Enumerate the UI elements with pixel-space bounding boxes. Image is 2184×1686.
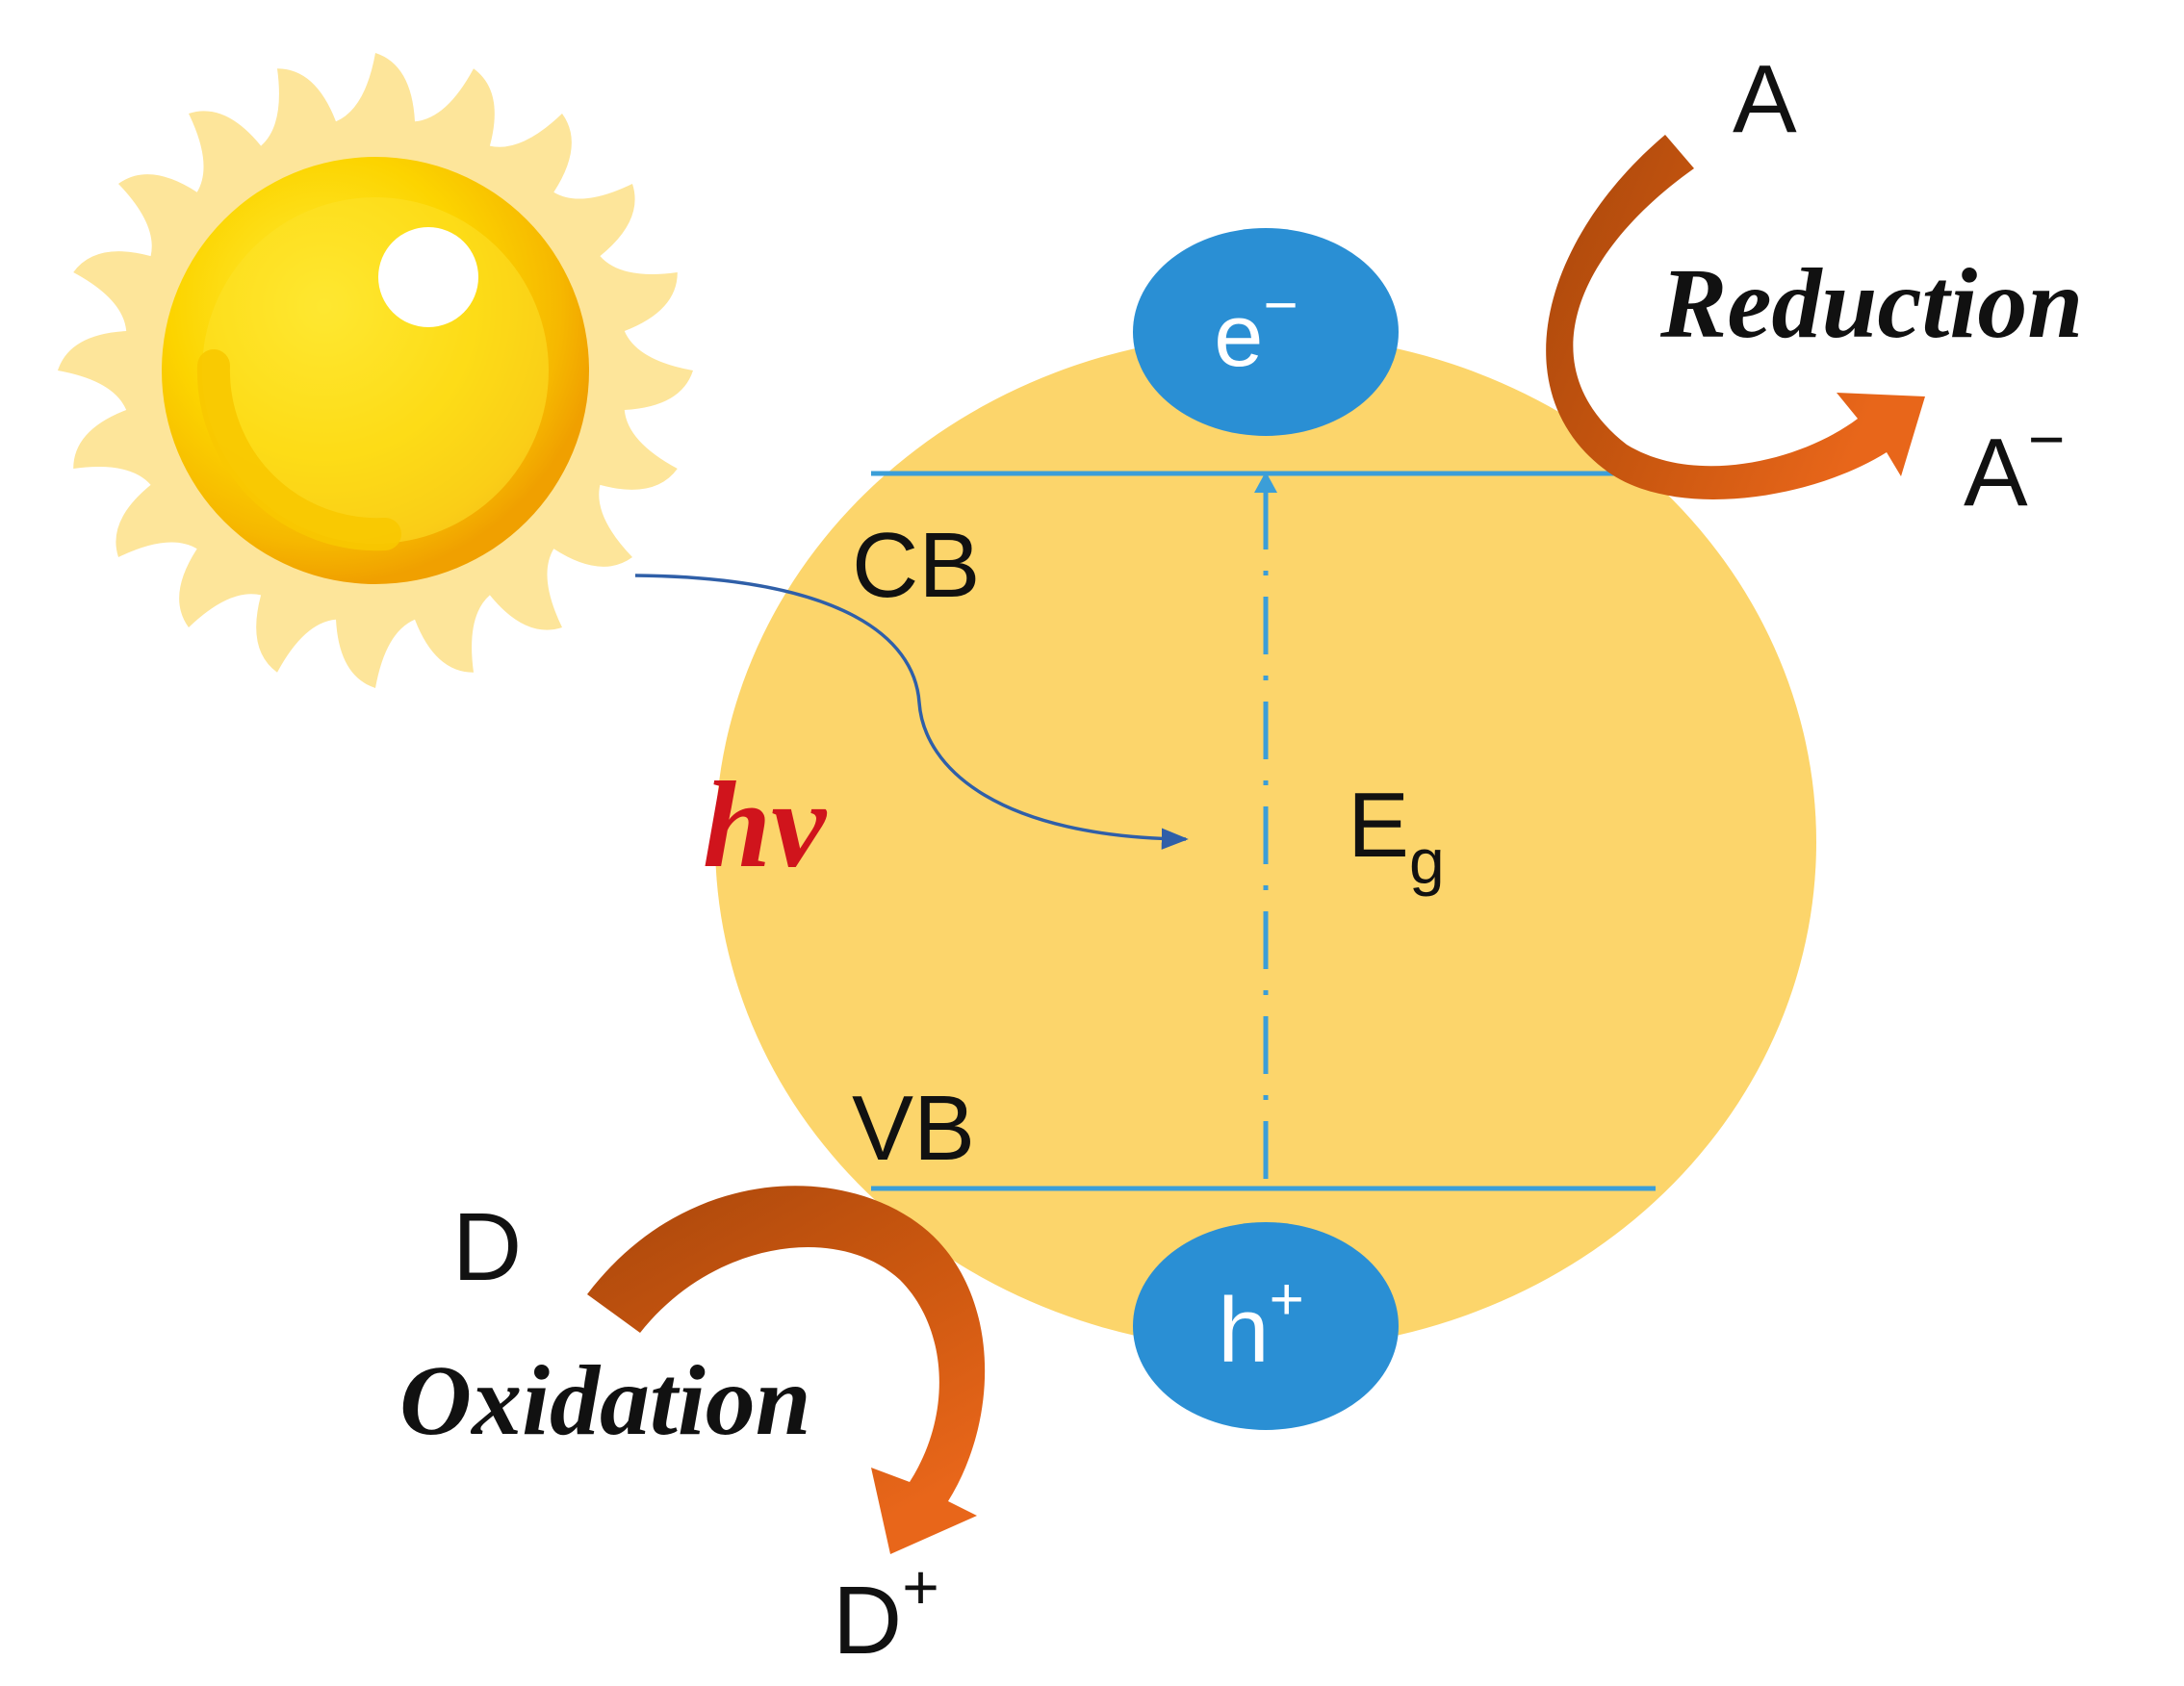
acceptor-label: A	[1733, 45, 1797, 153]
bandgap-subscript: g	[1409, 826, 1445, 897]
donor-ion-charge: +	[902, 1551, 939, 1622]
bandgap-label: E	[1348, 774, 1409, 877]
svg-text:e−: e−	[1214, 272, 1298, 385]
donor-ion-label: D	[833, 1567, 902, 1674]
sun-icon	[58, 53, 693, 688]
acceptor-ion-charge: −	[2028, 403, 2066, 474]
electron: e−	[1133, 228, 1399, 436]
reduction-label: Reduction	[1659, 248, 2083, 359]
svg-text:Eg: Eg	[1348, 774, 1445, 897]
electron-charge: −	[1263, 272, 1298, 339]
photon-path	[634, 574, 1189, 850]
acceptor-ion-label: A	[1964, 419, 2028, 526]
photon-label: hv	[703, 756, 827, 893]
valence-band-label: VB	[852, 1077, 975, 1180]
hole-label: h	[1218, 1279, 1269, 1382]
hole: h+	[1133, 1222, 1399, 1430]
conduction-band-label: CB	[852, 514, 980, 617]
svg-text:A−: A−	[1964, 403, 2065, 526]
svg-text:h+: h+	[1218, 1266, 1304, 1382]
donor-label: D	[452, 1193, 522, 1301]
oxidation-arrow	[587, 1186, 986, 1554]
oxidation-label: Oxidation	[399, 1345, 811, 1456]
electron-label: e	[1214, 287, 1263, 385]
bandgap-arrow	[1254, 472, 1277, 1179]
svg-text:D+: D+	[833, 1551, 939, 1674]
hole-charge: +	[1270, 1266, 1304, 1333]
